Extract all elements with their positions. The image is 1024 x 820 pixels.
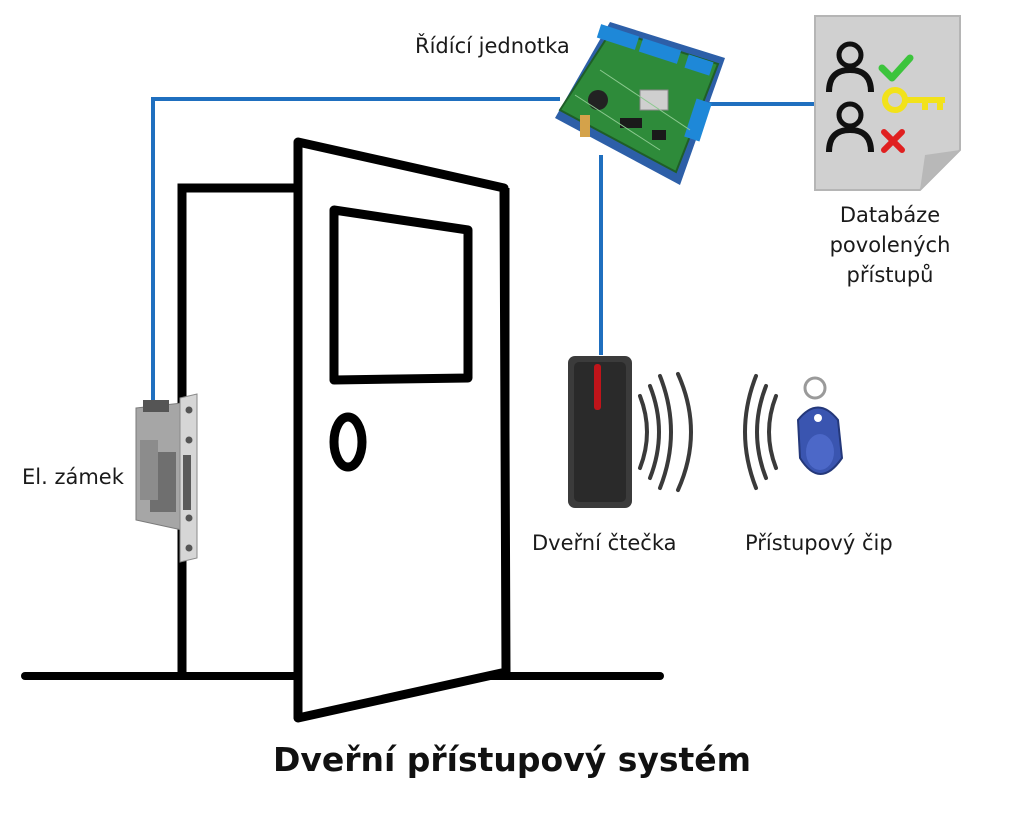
reader-label: Dveřní čtečka	[532, 531, 677, 555]
rfid-keyfob-icon	[796, 376, 844, 475]
door-window	[329, 205, 473, 385]
wire-lock-to-unit	[151, 97, 560, 400]
wires	[151, 97, 820, 400]
control-unit-label: Řídící jednotka	[415, 34, 570, 58]
circuit-board-icon	[555, 22, 725, 185]
rfid-reader-icon	[568, 356, 632, 508]
person-icon	[836, 101, 864, 129]
check-icon	[878, 54, 914, 82]
person-icon-body	[826, 126, 874, 153]
person-icon-body	[826, 66, 874, 93]
database-label: Databáze povolených přístupů	[820, 200, 960, 290]
database-label-line-1: Databáze	[839, 203, 941, 227]
cross-icon	[881, 129, 905, 153]
key-icon	[882, 87, 945, 113]
signal-waves-icon	[743, 374, 778, 490]
door-frame	[177, 183, 296, 676]
lock-label: El. zámek	[22, 465, 124, 489]
electric-strike-lock-icon	[135, 393, 198, 563]
chip-label: Přístupový čip	[745, 531, 893, 555]
diagram-title: Dveřní přístupový systém	[272, 740, 752, 779]
door-handle-hole	[329, 412, 367, 472]
database-document-icon	[814, 15, 961, 191]
database-label-line-3: přístupů	[846, 263, 934, 287]
signal-waves-icon	[638, 372, 693, 492]
database-label-line-2: povolených	[829, 233, 951, 257]
person-icon	[836, 41, 864, 69]
